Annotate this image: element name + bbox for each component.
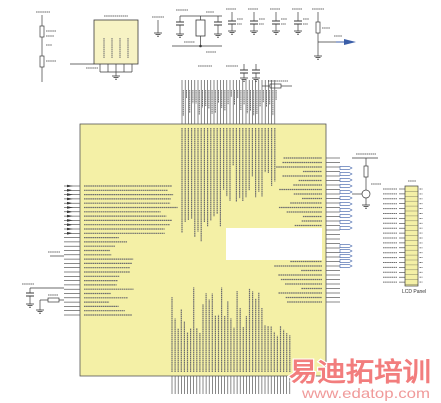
mcu-pins [64, 80, 340, 394]
decoupling-capacitors [226, 8, 309, 35]
net-flag-left [67, 214, 73, 218]
net-label-flag [339, 184, 353, 188]
net-label-flag [339, 254, 353, 258]
net-flag-left [67, 189, 73, 192]
net-label-flag [339, 190, 353, 194]
net-label-flag [339, 249, 353, 253]
net-flag-left [67, 210, 73, 214]
net-flag-left [67, 206, 73, 209]
top-left-resistor-chain [36, 11, 56, 82]
mcu-chip [64, 80, 340, 394]
net-label-flag [339, 166, 353, 170]
right-side-circuit [352, 153, 381, 209]
net-label-flag [339, 220, 353, 224]
connector-label: LCD Panel [402, 289, 426, 295]
net-flag-left [67, 223, 73, 226]
net-label-flag [339, 259, 353, 263]
net-label-flag [339, 202, 353, 206]
net-flag-left [67, 201, 73, 205]
connector-pins [383, 180, 423, 287]
flash-memory-chip [70, 15, 164, 80]
mcu-pin-labels [84, 90, 322, 372]
flash-chip-body [93, 19, 139, 65]
watermark-url: www.edatop.com [301, 385, 430, 401]
watermark-brand: 易迪拓培训 [289, 358, 431, 388]
net-flag-left [67, 219, 73, 222]
connector-body [404, 185, 419, 287]
net-label-flags [339, 166, 353, 268]
watermark: 易迪拓培训 www.edatop.com [288, 357, 432, 402]
left-side-circuit [22, 251, 64, 314]
net-flag-left [67, 227, 73, 231]
net-label-flag [339, 196, 353, 200]
blank-patch [226, 228, 322, 260]
lcd-panel-connector: LCD Panel [383, 180, 426, 295]
crystal-oscillator-circuit [172, 9, 222, 53]
net-label-flag [339, 214, 353, 218]
net-label-flag [339, 244, 353, 248]
net-label-flag [339, 226, 353, 230]
net-label-flag [339, 208, 353, 212]
net-label-flag [339, 178, 353, 182]
net-flag-left [67, 232, 73, 235]
net-flag-left [67, 193, 73, 196]
net-label-flag [339, 264, 353, 268]
net-label-flag [339, 172, 353, 176]
net-flag-left [67, 197, 73, 201]
arrow-icon [344, 39, 356, 45]
top-right-circuit [312, 8, 356, 60]
junction-dot [199, 44, 202, 48]
net-flag-left [67, 184, 73, 188]
